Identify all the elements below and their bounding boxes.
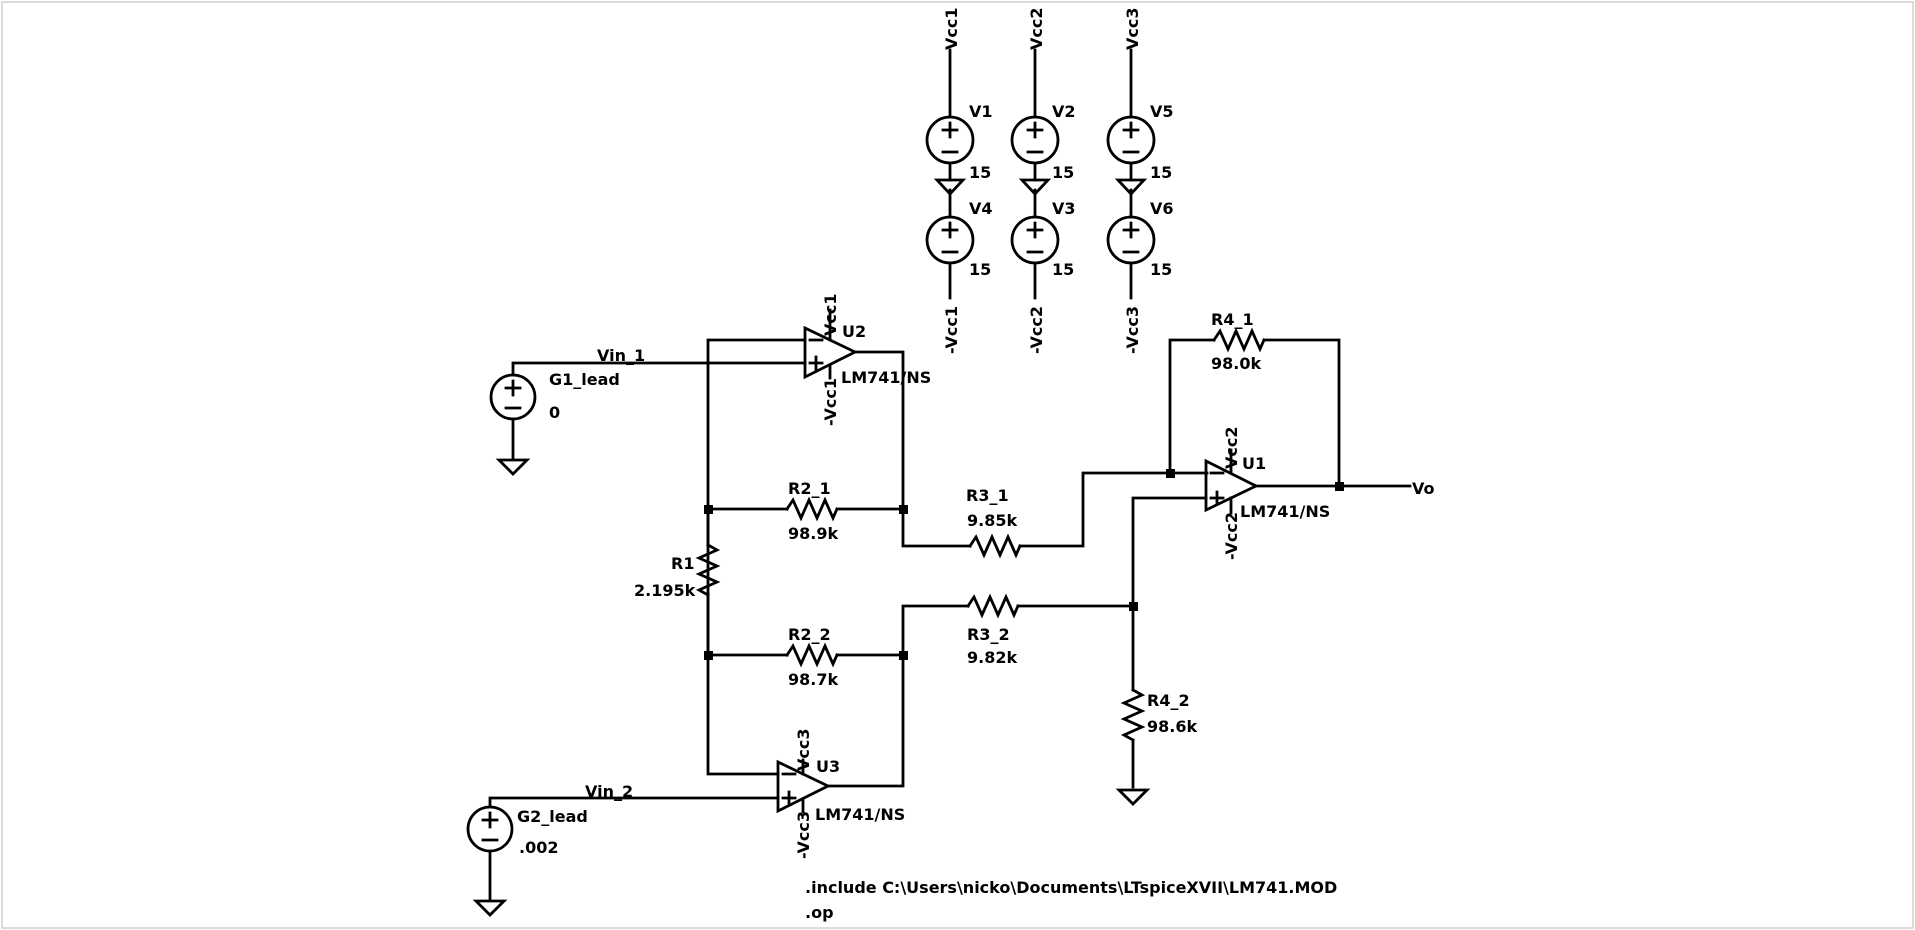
wires — [488, 338, 1412, 901]
opamp-u1[interactable] — [1204, 448, 1260, 515]
resistor-r2-2[interactable] — [785, 642, 839, 668]
r4-1-value: 98.0k — [1211, 354, 1261, 373]
resistor-r4-1[interactable] — [1212, 327, 1266, 353]
net-label-vin-2: Vin_2 — [585, 782, 633, 801]
v3-value: 15 — [1052, 260, 1074, 279]
net-label-vcc2: Vcc2 — [1027, 8, 1046, 50]
r2-1-name: R2_1 — [788, 479, 831, 498]
r2-2-name: R2_2 — [788, 625, 831, 644]
v1-value: 15 — [969, 163, 991, 182]
g2-value: .002 — [519, 838, 558, 857]
u1-vneg-net: -Vcc2 — [1222, 512, 1241, 560]
net-label-vin-1: Vin_1 — [597, 346, 645, 365]
r3-2-name: R3_2 — [967, 625, 1010, 644]
net-label-vo: Vo — [1412, 479, 1435, 498]
resistor-r4-2[interactable] — [1120, 688, 1146, 742]
net-label-neg-vcc1: -Vcc1 — [942, 306, 961, 354]
v4-value: 15 — [969, 260, 991, 279]
net-label-neg-vcc2: -Vcc2 — [1027, 306, 1046, 354]
net-label-vcc1: Vcc1 — [942, 8, 961, 50]
ground-symbol — [933, 178, 967, 197]
v4-name: V4 — [969, 199, 993, 218]
r4-1-name: R4_1 — [1211, 310, 1254, 329]
junction-dots — [704, 469, 1344, 660]
supply-column-1: V1 15 V4 15 Vcc1 -Vcc1 — [925, 8, 993, 354]
v6-value: 15 — [1150, 260, 1172, 279]
v6-name: V6 — [1150, 199, 1174, 218]
supply-column-3: V5 15 V6 15 Vcc3 -Vcc3 — [1106, 8, 1174, 354]
r4-2-name: R4_2 — [1147, 691, 1190, 710]
voltage-source-v6[interactable] — [1106, 215, 1156, 265]
include-directive[interactable]: .include C:\Users\nicko\Documents\LTspic… — [805, 878, 1337, 897]
resistor-r1[interactable] — [695, 543, 721, 597]
u3-model: LM741/NS — [815, 805, 905, 824]
v3-name: V3 — [1052, 199, 1076, 218]
u1-model: LM741/NS — [1240, 502, 1330, 521]
resistor-r3-1[interactable] — [968, 533, 1022, 559]
op-directive[interactable]: .op — [805, 903, 834, 922]
r4-2-value: 98.6k — [1147, 717, 1197, 736]
ground-symbol — [1114, 178, 1148, 197]
u2-model: LM741/NS — [841, 368, 931, 387]
voltage-source-v4[interactable] — [925, 215, 975, 265]
v5-name: V5 — [1150, 102, 1174, 121]
u2-vpos-net: Vcc1 — [821, 294, 840, 336]
r2-2-value: 98.7k — [788, 670, 838, 689]
g1-name: G1_lead — [549, 370, 620, 389]
supply-column-2: V2 15 V3 15 Vcc2 -Vcc2 — [1010, 8, 1076, 354]
ground-symbol — [495, 458, 531, 476]
u3-vneg-net: -Vcc3 — [794, 811, 813, 859]
u2-vneg-net: -Vcc1 — [821, 378, 840, 426]
r3-2-value: 9.82k — [967, 648, 1017, 667]
u3-name: U3 — [816, 757, 840, 776]
v2-value: 15 — [1052, 163, 1074, 182]
net-label-neg-vcc3: -Vcc3 — [1123, 306, 1142, 354]
voltage-source-g1-lead[interactable] — [489, 373, 537, 421]
resistor-r2-1[interactable] — [785, 496, 839, 522]
opamp-u2[interactable] — [803, 308, 859, 380]
r1-name: R1 — [671, 554, 694, 573]
g2-name: G2_lead — [517, 807, 588, 826]
u1-name: U1 — [1242, 454, 1266, 473]
v5-value: 15 — [1150, 163, 1172, 182]
voltage-source-g2-lead[interactable] — [466, 805, 514, 853]
r1-value: 2.195k — [634, 581, 696, 600]
r3-1-value: 9.85k — [967, 511, 1017, 530]
u3-vpos-net: Vcc3 — [794, 729, 813, 771]
r3-1-name: R3_1 — [966, 486, 1009, 505]
ground-symbol — [1018, 178, 1052, 197]
net-label-vcc3: Vcc3 — [1123, 8, 1142, 50]
ground-symbol — [1115, 788, 1151, 806]
voltage-source-v3[interactable] — [1010, 215, 1060, 265]
u1-vpos-net: Vcc2 — [1222, 427, 1241, 469]
ground-symbol — [472, 899, 508, 917]
resistor-r3-2[interactable] — [966, 593, 1020, 619]
voltage-source-v2[interactable] — [1010, 115, 1060, 165]
opamp-u3[interactable] — [776, 758, 832, 814]
v2-name: V2 — [1052, 102, 1076, 121]
v1-name: V1 — [969, 102, 993, 121]
u2-name: U2 — [842, 322, 866, 341]
r2-1-value: 98.9k — [788, 524, 838, 543]
voltage-source-v1[interactable] — [925, 115, 975, 165]
voltage-source-v5[interactable] — [1106, 115, 1156, 165]
g1-value: 0 — [549, 403, 560, 422]
